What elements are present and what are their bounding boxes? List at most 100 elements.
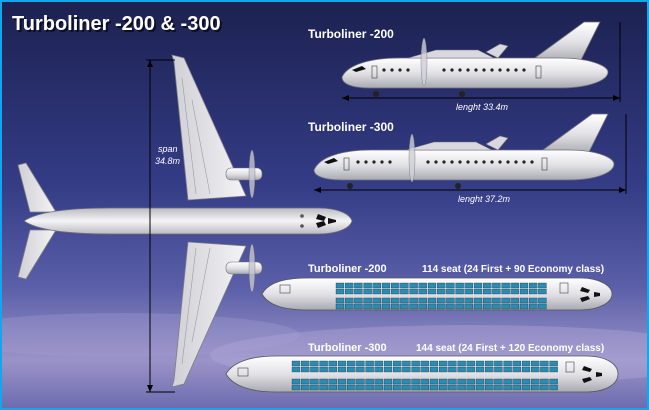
seat xyxy=(337,360,347,367)
seat xyxy=(492,288,501,295)
seat xyxy=(485,360,494,367)
seat xyxy=(411,378,420,385)
seat xyxy=(483,303,492,310)
seat xyxy=(492,282,501,289)
seat xyxy=(420,378,429,385)
seat xyxy=(464,288,473,295)
seat xyxy=(475,366,485,373)
seat xyxy=(319,378,328,385)
seat xyxy=(319,366,328,373)
seat xyxy=(402,384,411,391)
seat xyxy=(356,366,365,373)
page-title: Turboliner -200 & -300 xyxy=(12,13,221,35)
seat xyxy=(354,303,363,310)
seat xyxy=(473,297,483,304)
seat-map-200-capacity: 114 seat (24 First + 90 Economy class) xyxy=(422,264,604,275)
seat xyxy=(531,360,540,367)
seat xyxy=(519,303,529,310)
seat xyxy=(374,360,383,367)
seat xyxy=(402,366,411,373)
seat xyxy=(531,378,540,385)
seat xyxy=(347,366,356,373)
length-label-300: lenght 37.2m xyxy=(458,194,511,204)
seat xyxy=(448,384,457,391)
seat xyxy=(510,297,519,304)
seat xyxy=(400,282,409,289)
seat xyxy=(409,303,418,310)
seat xyxy=(402,378,411,385)
seat xyxy=(420,384,429,391)
seat xyxy=(363,297,372,304)
seat xyxy=(512,366,521,373)
seat xyxy=(319,384,328,391)
seat xyxy=(531,366,540,373)
seat xyxy=(512,384,521,391)
seat xyxy=(466,360,475,367)
seat xyxy=(538,303,547,310)
seat xyxy=(503,360,512,367)
seat xyxy=(354,282,363,289)
seat xyxy=(420,360,429,367)
seat xyxy=(420,366,429,373)
seat xyxy=(483,282,492,289)
seat xyxy=(391,303,400,310)
seat xyxy=(411,366,420,373)
cockpit-windows xyxy=(316,214,336,228)
seat xyxy=(291,366,301,373)
seat xyxy=(519,282,529,289)
seat xyxy=(538,282,547,289)
seat xyxy=(335,297,345,304)
seat xyxy=(483,297,492,304)
lower-tailplane xyxy=(17,229,57,280)
seat xyxy=(521,384,531,391)
seat xyxy=(381,297,391,304)
seat xyxy=(381,288,391,295)
seat xyxy=(372,288,381,295)
span-label: span xyxy=(158,144,178,154)
seat xyxy=(437,288,446,295)
seat xyxy=(400,288,409,295)
seat xyxy=(455,282,464,289)
seat xyxy=(374,384,383,391)
seat xyxy=(466,384,475,391)
seat xyxy=(363,288,372,295)
seat xyxy=(457,378,466,385)
seat xyxy=(418,297,427,304)
span-value: 34.8m xyxy=(155,156,181,166)
fuselage-side xyxy=(341,57,609,89)
seat xyxy=(345,288,354,295)
seat xyxy=(494,378,503,385)
seat xyxy=(372,282,381,289)
seat-grid xyxy=(291,360,558,391)
seat xyxy=(381,282,391,289)
seat xyxy=(521,378,531,385)
seat xyxy=(391,282,400,289)
seat xyxy=(391,288,400,295)
seat-grid xyxy=(335,282,547,310)
seat xyxy=(400,303,409,310)
seat xyxy=(455,297,464,304)
seat xyxy=(372,297,381,304)
seat xyxy=(409,297,418,304)
seat-map-300-title: Turboliner -300 xyxy=(308,342,387,354)
seat xyxy=(427,297,437,304)
side-view-200-title: Turboliner -200 xyxy=(308,27,394,41)
seat xyxy=(356,378,365,385)
propeller xyxy=(408,133,416,183)
seat xyxy=(439,360,448,367)
seat xyxy=(383,366,393,373)
seat xyxy=(418,282,427,289)
seat xyxy=(464,282,473,289)
seat xyxy=(475,360,485,367)
seat xyxy=(429,378,439,385)
seat xyxy=(291,360,301,367)
seat xyxy=(427,288,437,295)
seat xyxy=(494,366,503,373)
seat xyxy=(549,366,558,373)
seat xyxy=(501,303,510,310)
seat xyxy=(457,366,466,373)
seat xyxy=(291,378,301,385)
seat xyxy=(529,282,538,289)
seat xyxy=(363,282,372,289)
